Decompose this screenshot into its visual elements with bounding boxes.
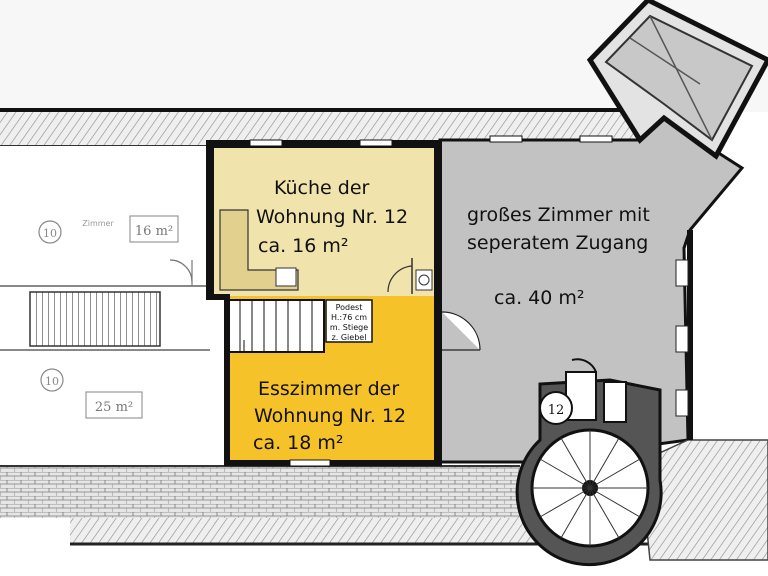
- room-number-marker: [40, 368, 64, 392]
- dining-label-line2: Wohnung Nr. 12: [254, 405, 407, 427]
- kitchen-label: Küche der: [274, 175, 369, 202]
- large-room-title: großes Zimmer mit: [467, 204, 650, 226]
- left-top-room-name: Zimmer: [82, 219, 114, 228]
- landing-label-line4: z. Giebel: [332, 333, 367, 342]
- spiral-staircase-tower: [515, 358, 663, 567]
- left-top-room-number: 10: [43, 227, 57, 240]
- left-top-room-area: 16 m²: [135, 224, 173, 239]
- landing-box: [325, 299, 373, 343]
- large-room-label-line2: seperatem Zugang: [467, 232, 649, 254]
- oriel-bay: [586, 0, 768, 160]
- landing-label-line1: Podest: [336, 303, 363, 312]
- kitchen-door-swing: [387, 265, 413, 293]
- area-label-box: [85, 391, 143, 419]
- landing-label-line3: m. Stiege: [330, 323, 368, 332]
- large-room-area: ca. 40 m²: [494, 287, 585, 309]
- landing-label-line2: H.:76 cm: [331, 313, 367, 322]
- left-bottom-room-number: 10: [45, 375, 59, 388]
- area-label-box: [129, 215, 179, 243]
- kitchen-area: ca. 16 m²: [258, 235, 349, 257]
- kitchen-label-line2: Wohnung Nr. 12: [256, 206, 409, 228]
- tower-number: 12: [548, 403, 565, 418]
- large-room-door-swing: [441, 311, 481, 351]
- dining-area: ca. 18 m²: [253, 432, 344, 454]
- left-bottom-room-area: 25 m²: [95, 400, 133, 415]
- tower-number-marker: [539, 391, 573, 425]
- room-number-marker: [38, 220, 62, 244]
- kitchen-title: Küche der: [274, 177, 370, 199]
- left-staircase: [29, 291, 161, 347]
- dining-title: Esszimmer der: [258, 378, 400, 400]
